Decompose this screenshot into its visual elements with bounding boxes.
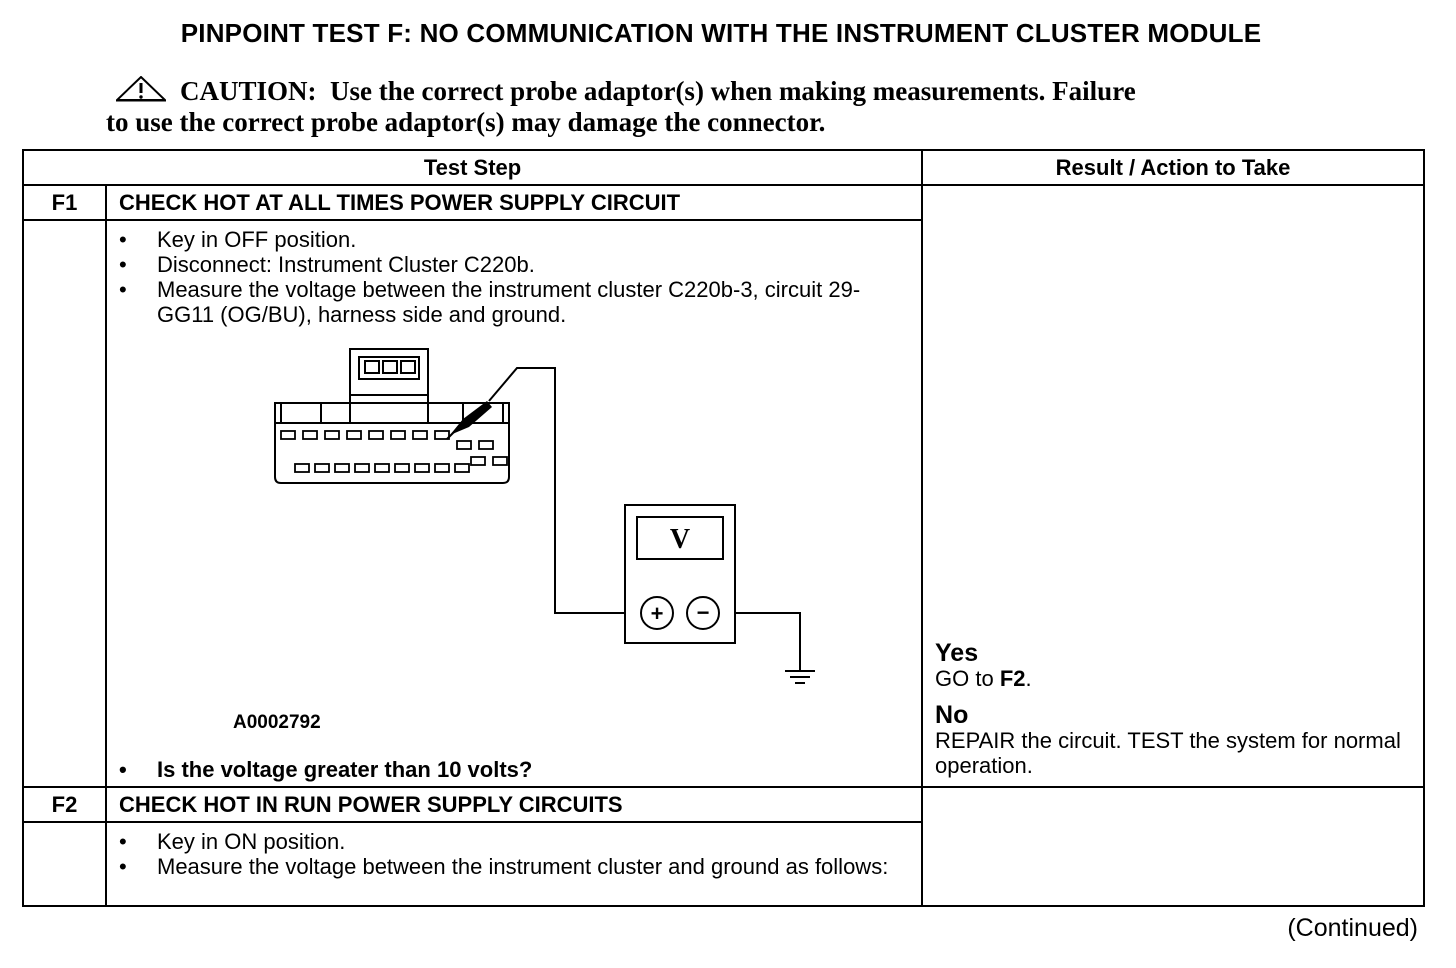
ground-lead [735,612,801,672]
step-id-f2: F2 [22,786,107,823]
probe-icon [446,401,492,440]
list-item: Measure the voltage between the instrume… [107,277,921,327]
step-body-f2: Key in ON position. Measure the voltage … [104,821,924,907]
list-item-text: Measure the voltage between the instrume… [157,854,889,879]
result-yes-period: . [1025,666,1032,691]
step-title-f2: CHECK HOT IN RUN POWER SUPPLY CIRCUITS [104,786,924,823]
result-no-head: No [935,701,969,729]
warning-triangle-icon [116,76,166,102]
step-blank-f2 [22,821,107,907]
result-no-text: REPAIR the circuit. TEST the system for … [935,728,1401,778]
list-item: Disconnect: Instrument Cluster C220b. [107,252,921,277]
connector-icon [274,348,510,485]
list-item: Is the voltage greater than 10 volts? [107,757,921,782]
step-body-f1: Key in OFF position. Disconnect: Instrum… [104,219,924,788]
connector-pins-top [280,430,508,467]
ground-icon [785,670,815,685]
step-question-f1: Is the voltage greater than 10 volts? [107,757,921,782]
list-item: Key in OFF position. [107,227,921,252]
step-title-f1: CHECK HOT AT ALL TIMES POWER SUPPLY CIRC… [104,183,924,222]
plus-terminal-label: + [651,601,664,626]
result-yes-action: GO to [935,666,1000,691]
connector-voltmeter-diagram: V + − [274,348,815,685]
header-test-step: Test Step [21,149,924,186]
step-blank-f1 [22,219,107,788]
probe-lead [488,367,625,615]
caution-note: CAUTION: Use the correct probe adaptor(s… [106,76,1306,138]
result-yes: Yes GO to F2. [935,640,1415,691]
list-item-text: Measure the voltage between the instrume… [157,277,861,328]
caution-line-1: Use the correct probe adaptor(s) when ma… [330,76,1136,106]
result-yes-target: F2 [999,666,1026,691]
measurement-figure: V + − A0002792 [107,327,907,757]
result-cell-f2 [921,786,1426,907]
result-yes-text: GO to F2. [935,666,1415,691]
caution-line-2: to use the correct probe adaptor(s) may … [106,107,826,137]
connector-pins-bottom [294,463,470,474]
page-title: PINPOINT TEST F: NO COMMUNICATION WITH T… [180,18,1262,48]
result-yes-head: Yes [935,639,979,667]
result-no: No REPAIR the circuit. TEST the system f… [935,702,1415,778]
step-bullets-f2: Key in ON position. Measure the voltage … [107,823,921,879]
voltmeter-icon [624,504,736,645]
list-item: Key in ON position. [107,829,921,854]
meter-label: V [670,524,690,555]
pinpoint-test-table: Test Step Result / Action to Take F1 CHE… [21,149,1426,907]
continued-label: (Continued) [1287,914,1418,942]
header-result: Result / Action to Take [921,149,1426,186]
caution-label: CAUTION: [180,76,317,106]
figure-id: A0002792 [233,712,321,734]
result-cell-f1: Yes GO to F2. No REPAIR the circuit. TES… [921,184,1426,788]
minus-terminal-label: − [697,600,710,625]
list-item: Measure the voltage between the instrume… [107,854,921,879]
step-id-f1: F1 [22,183,107,222]
step-bullets-f1: Key in OFF position. Disconnect: Instrum… [107,221,921,327]
